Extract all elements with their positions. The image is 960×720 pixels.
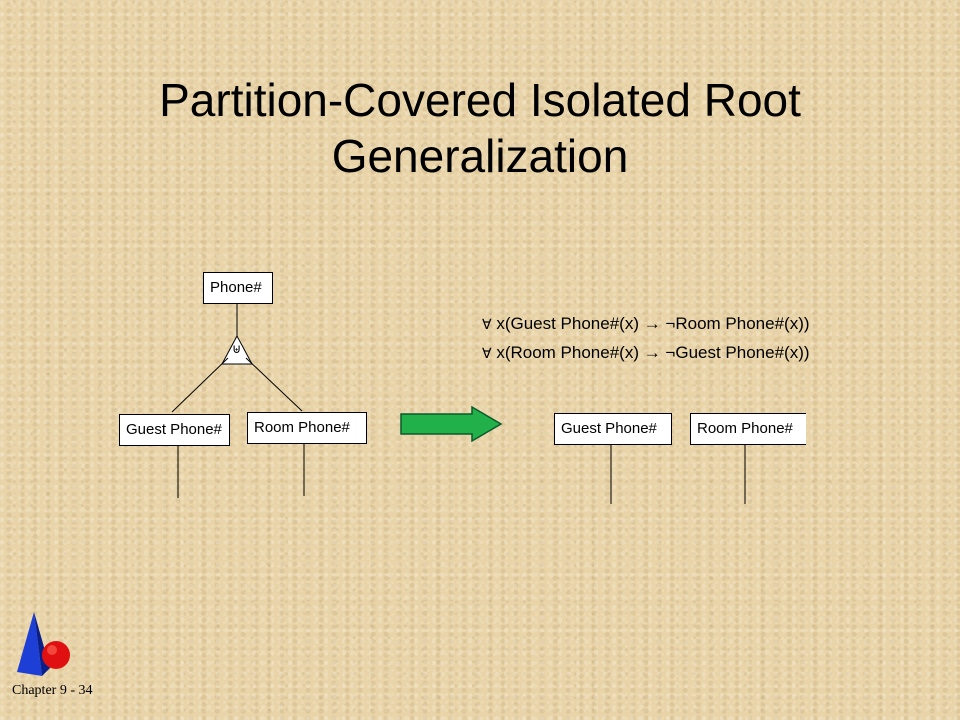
union-symbol: ⊎: [232, 342, 242, 357]
guest-phone-box-right: Guest Phone#: [554, 413, 672, 445]
generalization-triangle: [221, 334, 253, 365]
right-branch-line: [245, 357, 303, 412]
slide-footer: Chapter 9 - 34: [12, 683, 93, 698]
title-line-1: Partition-Covered Isolated Root: [159, 74, 801, 126]
formula-1: ∀ x(Guest Phone#(x) → ¬Room Phone#(x)): [482, 314, 810, 334]
guest-phone-box-left: Guest Phone#: [119, 414, 230, 446]
forall-bullet-icon: ∀: [482, 317, 492, 333]
left-branch-line: [171, 357, 229, 413]
room-phone-box-right: Room Phone#: [690, 413, 806, 445]
room-phone-box-left: Room Phone#: [247, 412, 367, 444]
right-arrow-icon: [400, 405, 503, 443]
wiley-logo-icon: [17, 612, 70, 676]
formula-1-text: x(Guest Phone#(x) → ¬Room Phone#(x)): [496, 314, 810, 333]
phone-entity-box: Phone#: [203, 272, 273, 304]
formula-2: ∀ x(Room Phone#(x) → ¬Guest Phone#(x)): [482, 343, 810, 363]
slide-title: Partition-Covered Isolated Root Generali…: [80, 72, 880, 184]
title-line-2: Generalization: [331, 130, 629, 182]
formula-2-text: x(Room Phone#(x) → ¬Guest Phone#(x)): [496, 343, 810, 362]
forall-bullet-icon: ∀: [482, 346, 492, 362]
